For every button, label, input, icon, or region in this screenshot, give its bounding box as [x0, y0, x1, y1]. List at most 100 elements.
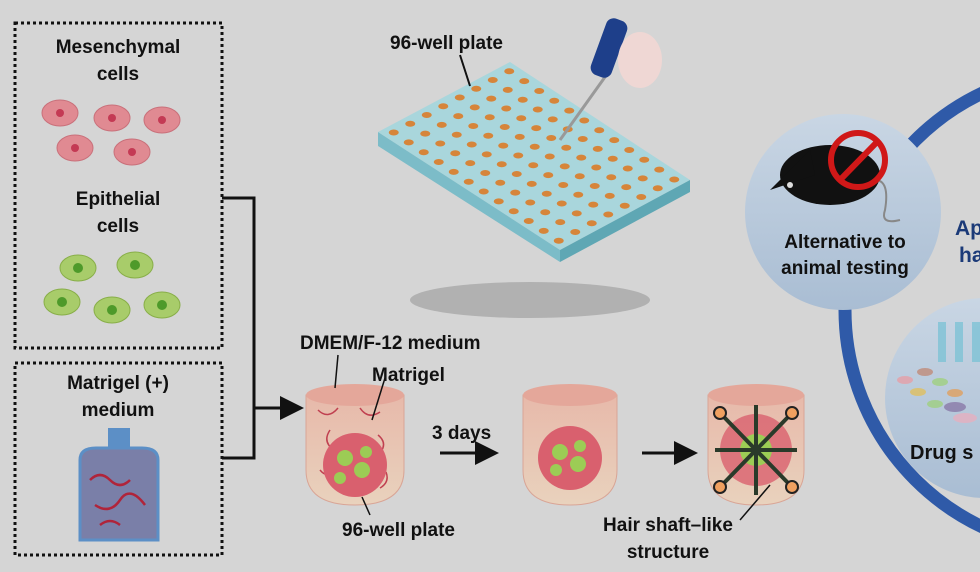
- plate-well: [604, 192, 615, 199]
- plate-well: [451, 131, 462, 138]
- plate-well: [544, 153, 555, 160]
- plate-well: [511, 171, 522, 178]
- plate-well: [561, 144, 572, 151]
- plate-well: [499, 124, 510, 131]
- culture-well-3: [707, 384, 805, 521]
- plate-well: [589, 183, 600, 190]
- plate-well: [639, 156, 650, 163]
- plate-well: [607, 155, 618, 162]
- plate-well: [579, 117, 590, 124]
- plate-well: [529, 143, 540, 150]
- plate-well: [559, 163, 570, 170]
- plate-well: [421, 112, 432, 119]
- plate-well: [487, 77, 498, 84]
- matrigel-label: Matrigel: [372, 365, 445, 386]
- cells-box: [13, 21, 224, 350]
- plate-well: [435, 140, 446, 147]
- plate-well: [528, 162, 539, 169]
- mouse-icon: [770, 145, 901, 223]
- plate-well: [493, 198, 504, 205]
- plate-well: [519, 78, 530, 85]
- plate-well: [619, 202, 630, 209]
- plate-well: [592, 145, 603, 152]
- plate-well: [523, 218, 534, 225]
- plate-well: [588, 201, 599, 208]
- plate-well: [540, 209, 551, 216]
- plate-well: [591, 164, 602, 171]
- plate-bottom-label: 96-well plate: [342, 520, 455, 541]
- plate-well: [547, 116, 558, 123]
- plate-top-label: 96-well plate: [390, 33, 503, 54]
- plate-well: [448, 168, 459, 175]
- plate-well: [573, 191, 584, 198]
- plate-well: [478, 188, 489, 195]
- plate-well: [534, 87, 545, 94]
- plate-well: [624, 146, 635, 153]
- plate-well: [586, 220, 597, 227]
- applications-arc: [838, 87, 980, 533]
- plate-well: [463, 178, 474, 185]
- plate-well: [501, 105, 512, 112]
- plate-well: [555, 219, 566, 226]
- plate-well: [469, 104, 480, 111]
- plate-well: [549, 97, 560, 104]
- plate-well: [576, 154, 587, 161]
- plate-well: [513, 152, 524, 159]
- plate-well: [574, 173, 585, 180]
- plate-well: [486, 95, 497, 102]
- plate-well: [654, 166, 665, 173]
- plate-well: [388, 129, 399, 136]
- plate-well: [436, 121, 447, 128]
- pipette-icon: [558, 18, 662, 141]
- plate-well: [514, 133, 525, 140]
- plate-well: [438, 103, 449, 110]
- epithelial-cells: [43, 251, 181, 324]
- plate-well: [532, 106, 543, 113]
- medium-label: DMEM/F-12 medium: [300, 333, 481, 354]
- plate-well: [543, 172, 554, 179]
- plate-well: [541, 190, 552, 197]
- plate-well: [546, 134, 557, 141]
- culture-well-1: [305, 354, 405, 516]
- plate-well: [405, 120, 416, 127]
- plate-well: [450, 150, 461, 157]
- plate-well: [454, 94, 465, 101]
- plate-well: [483, 132, 494, 139]
- duration-label: 3 days: [432, 423, 492, 444]
- mesenchymal-cells: [41, 99, 181, 166]
- plate-well: [636, 193, 647, 200]
- plate-well: [594, 127, 605, 134]
- plate-well: [495, 179, 506, 186]
- plate-well: [403, 139, 414, 146]
- plate-well: [465, 160, 476, 167]
- plate-well: [453, 113, 464, 120]
- plate-well: [496, 161, 507, 168]
- drug-icons: [897, 322, 980, 423]
- plate-well: [468, 122, 479, 129]
- plate-well: [637, 175, 648, 182]
- plate-well: [603, 211, 614, 218]
- plate-well: [504, 68, 515, 75]
- plate-well: [556, 200, 567, 207]
- plate-well: [526, 180, 537, 187]
- plate-well: [652, 185, 663, 192]
- plate-well: [420, 130, 431, 137]
- plate-well: [433, 159, 444, 166]
- plate-well: [484, 114, 495, 121]
- plate-well: [418, 149, 429, 156]
- plate-well: [538, 227, 549, 234]
- drug-screening-label: Drug s: [910, 442, 974, 464]
- plate-well: [498, 142, 509, 149]
- matrigel-medium-label: Matrigel (+)medium: [67, 373, 169, 421]
- plate-well: [571, 210, 582, 217]
- plate-well: [481, 151, 492, 158]
- plate-well: [577, 136, 588, 143]
- plate-well: [516, 115, 527, 122]
- plate-well: [564, 107, 575, 114]
- culture-well-2: [522, 384, 618, 506]
- plate-well: [517, 96, 528, 103]
